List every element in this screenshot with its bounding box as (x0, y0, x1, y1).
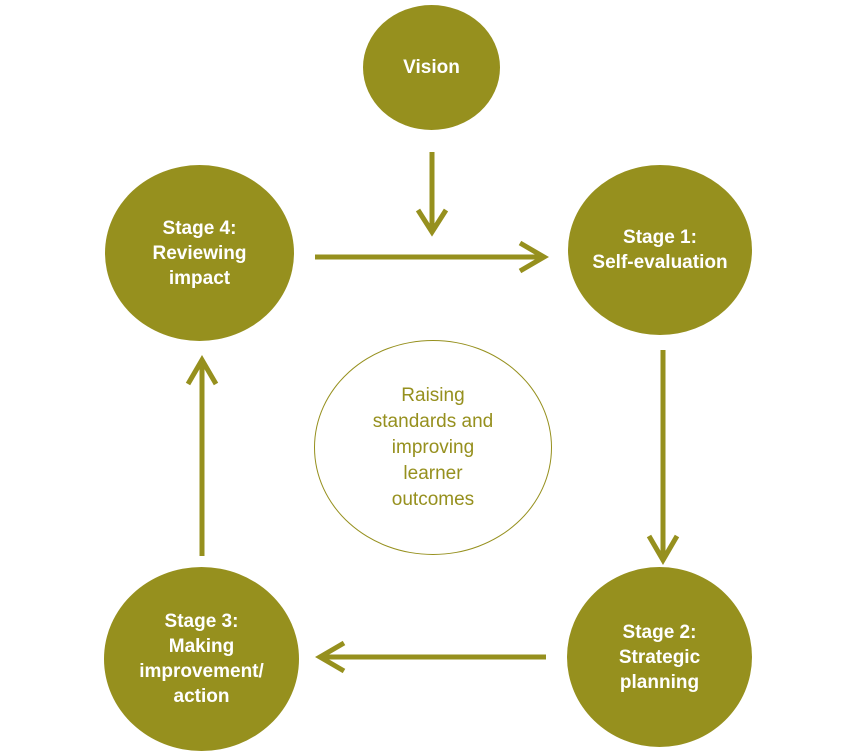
stage1-node: Stage 1: Self-evaluation (568, 165, 752, 335)
vision-to-stage1-arrow (415, 152, 449, 237)
stage4-node: Stage 4: Reviewing impact (105, 165, 294, 341)
stage2-to-stage3-arrow (315, 640, 546, 674)
vision-node: Vision (363, 5, 500, 130)
stage3-node: Stage 3: Making improvement/ action (104, 567, 299, 751)
stage3-label: Stage 3: Making improvement/ action (139, 611, 264, 707)
vision-label: Vision (403, 56, 460, 78)
stage1-label: Stage 1: Self-evaluation (592, 227, 728, 273)
stage2-node: Stage 2: Strategic planning (567, 567, 752, 747)
center-goal-node: Raising standards and improving learner … (314, 340, 552, 555)
stage4-to-stage1-arrow (315, 240, 549, 274)
stage3-to-stage4-arrow (185, 355, 219, 556)
center-goal-label: Raising standards and improving learner … (372, 384, 494, 510)
stage2-label: Stage 2: Strategic planning (618, 621, 701, 693)
stage4-label: Stage 4: Reviewing impact (152, 217, 247, 289)
stage1-to-stage2-arrow (646, 350, 680, 565)
